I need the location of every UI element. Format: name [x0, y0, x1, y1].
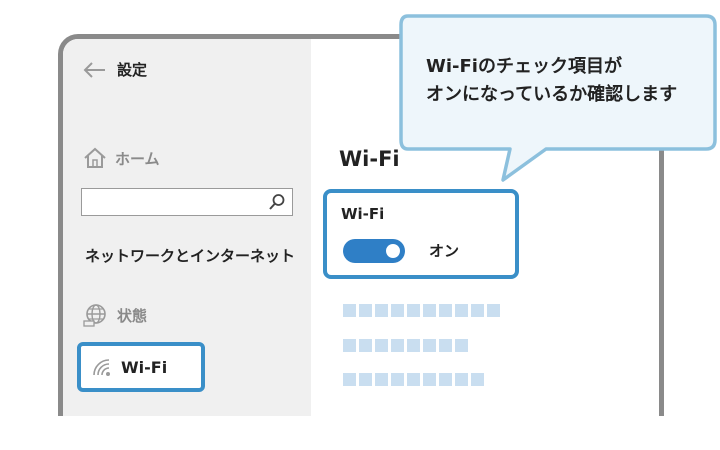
- back-label: 設定: [117, 61, 148, 79]
- wifi-icon: [93, 359, 110, 376]
- globe-icon: [83, 304, 106, 327]
- placeholder-text-row: [343, 304, 500, 317]
- sidebar-item-home[interactable]: ホーム: [83, 147, 160, 169]
- section-label-network: ネットワークとインターネット: [85, 247, 296, 265]
- placeholder-text-row: [343, 339, 468, 352]
- placeholder-text-row: [343, 373, 484, 386]
- sidebar-item-wifi-label: Wi-Fi: [121, 357, 168, 377]
- callout-text: Wi-Fiのチェック項目が オンになっているか確認します: [426, 53, 716, 109]
- search-icon[interactable]: [268, 193, 286, 211]
- toggle-knob: [386, 244, 400, 258]
- home-icon: [84, 147, 106, 168]
- back-button[interactable]: 設定: [83, 59, 147, 80]
- search-input[interactable]: [88, 189, 262, 215]
- toggle-state-label: オン: [429, 242, 460, 260]
- search-box: [81, 188, 293, 216]
- callout-line-2: オンになっているか確認します: [426, 84, 678, 105]
- callout-bubble: Wi-Fiのチェック項目が オンになっているか確認します: [398, 13, 718, 183]
- sidebar-item-wifi[interactable]: Wi-Fi: [77, 342, 205, 392]
- sidebar-item-status[interactable]: 状態: [83, 303, 147, 327]
- sidebar-item-home-label: ホーム: [115, 149, 160, 168]
- wifi-setting-label: Wi-Fi: [341, 205, 385, 223]
- callout-line-1: Wi-Fiのチェック項目が: [426, 56, 622, 77]
- sidebar: 設定 ホーム ネットワークとインターネット: [63, 39, 311, 416]
- wifi-setting-card: Wi-Fi オン: [323, 189, 519, 279]
- sidebar-item-status-label: 状態: [117, 306, 148, 325]
- wifi-toggle[interactable]: [343, 239, 405, 263]
- page-title: Wi-Fi: [339, 147, 400, 171]
- arrow-left-icon: [83, 61, 105, 78]
